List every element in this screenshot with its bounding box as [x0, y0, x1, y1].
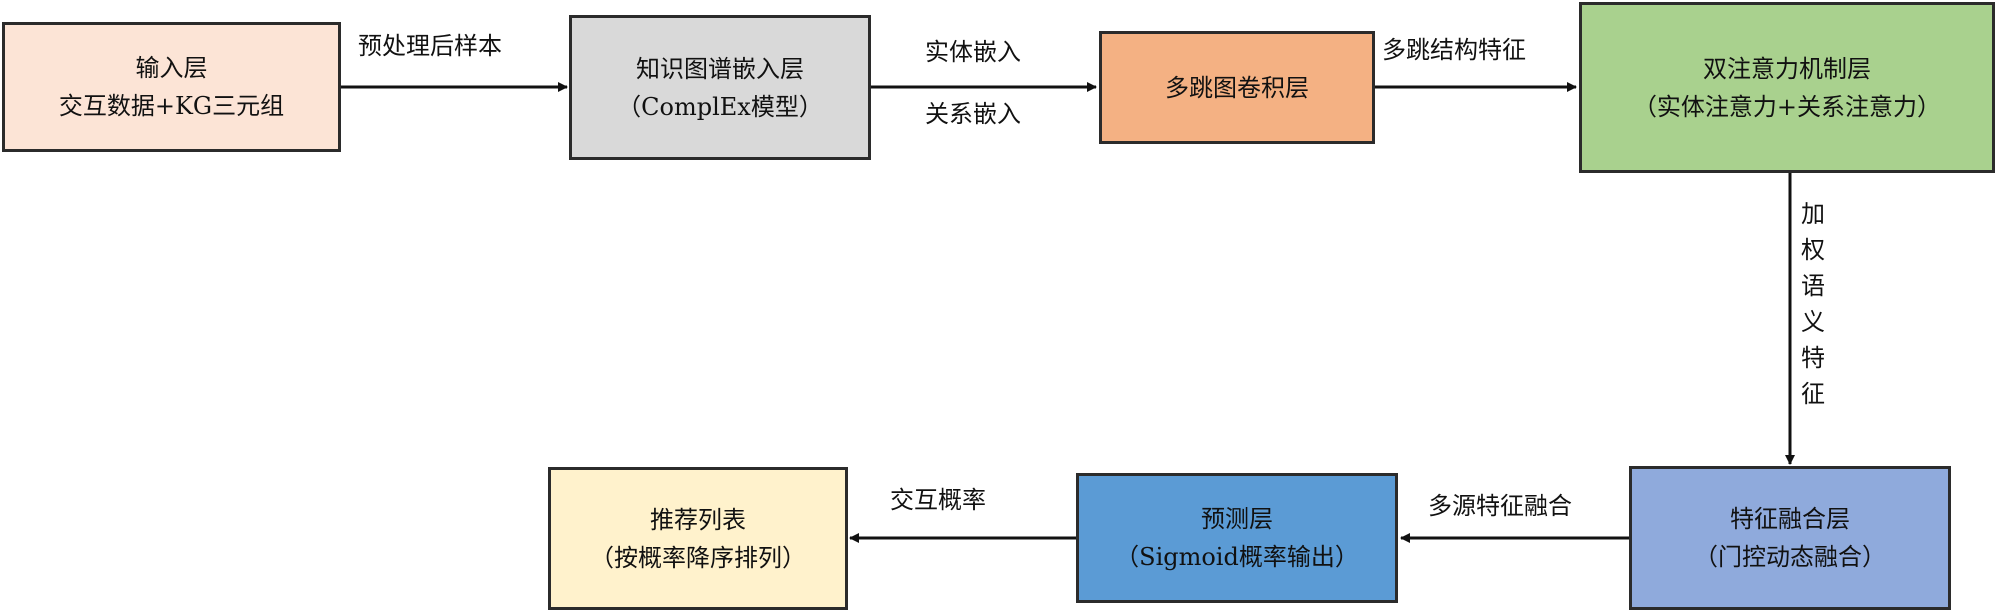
- kg-embedding-layer-title: 知识图谱嵌入层: [636, 54, 804, 83]
- gcn-layer-node: 多跳图卷积层: [1099, 31, 1375, 144]
- attention-layer-node: 双注意力机制层 （实体注意力+关系注意力）: [1579, 2, 1995, 173]
- input-layer-subtitle: 交互数据+KG三元组: [58, 92, 285, 120]
- input-layer-title: 输入层: [135, 54, 208, 82]
- input-layer-node: 输入层 交互数据+KG三元组: [2, 22, 341, 152]
- edge-label-weighted-semantic: 加权语义特征: [1801, 200, 1825, 408]
- recommendation-list-node: 推荐列表 （按概率降序排列）: [548, 467, 848, 610]
- gcn-layer-title: 多跳图卷积层: [1165, 73, 1309, 102]
- edge-label-multisource-fusion: 多源特征融合: [1428, 492, 1572, 520]
- edge-label-input-to-kg: 预处理后样本: [358, 32, 502, 60]
- edge-label-entity-embedding: 实体嵌入: [925, 38, 1021, 66]
- attention-layer-subtitle: （实体注意力+关系注意力）: [1632, 92, 1942, 121]
- kg-embedding-layer-node: 知识图谱嵌入层 （ComplEx模型）: [569, 15, 871, 160]
- prediction-layer-title: 预测层: [1201, 505, 1273, 533]
- fusion-layer-subtitle: （门控动态融合）: [1694, 543, 1886, 571]
- attention-layer-title: 双注意力机制层: [1703, 54, 1871, 83]
- recommendation-list-subtitle: （按概率降序排列）: [590, 543, 806, 572]
- prediction-layer-node: 预测层 （Sigmoid概率输出）: [1076, 473, 1398, 603]
- fusion-layer-node: 特征融合层 （门控动态融合）: [1629, 466, 1951, 610]
- recommendation-list-title: 推荐列表: [650, 505, 746, 534]
- prediction-layer-subtitle: （Sigmoid概率输出）: [1115, 543, 1359, 571]
- edge-label-multihop-features: 多跳结构特征: [1382, 36, 1526, 64]
- edge-label-interaction-probability: 交互概率: [890, 486, 986, 514]
- kg-embedding-layer-subtitle: （ComplEx模型）: [617, 92, 823, 121]
- fusion-layer-title: 特征融合层: [1730, 505, 1850, 533]
- edge-label-relation-embedding: 关系嵌入: [925, 100, 1021, 128]
